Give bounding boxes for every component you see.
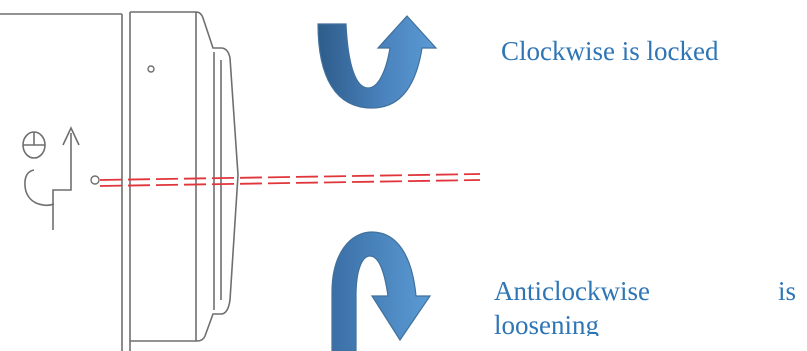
anticlockwise-word: Anticlockwise (494, 276, 650, 306)
center-line (99, 173, 481, 187)
anticlockwise-caption: Anticlockwise is (494, 278, 796, 305)
flange-outline (130, 11, 239, 342)
mount-body (0, 11, 239, 351)
screw-dot (147, 65, 155, 73)
unlock-icon (24, 169, 55, 207)
up-arrow-icon (52, 126, 80, 230)
anticlockwise-is: is (777, 276, 796, 306)
curved-arrow-down-right-icon (331, 231, 432, 351)
alignment-mark (90, 175, 100, 185)
anticlockwise-caption-tail: loosening (494, 312, 599, 336)
lock-icon (22, 131, 46, 159)
curved-arrow-up-right-icon (317, 15, 438, 109)
clockwise-caption: Clockwise is locked (501, 36, 719, 66)
